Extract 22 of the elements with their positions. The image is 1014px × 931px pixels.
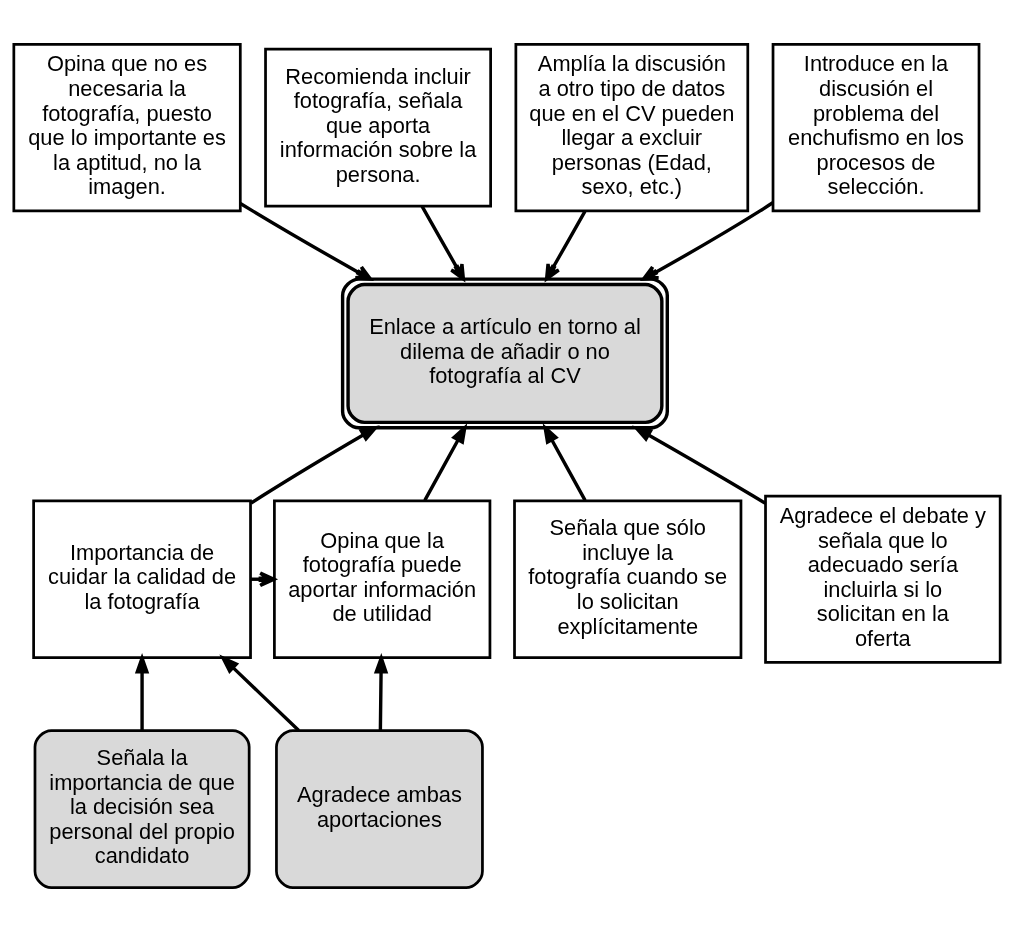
arrow [631, 425, 767, 505]
node-box: Señala que sólo incluye la fotografía cuando se lo solicitan explícitamente [513, 498, 743, 659]
node-box: Opina que no es necesaria la fotografía, puesto que lo importante es la aptitud, no la imagen. [12, 42, 242, 212]
arrow [250, 424, 380, 504]
node-box: Agradece el debate y señala que lo adecuado sería incluirla si lo solicitan en la oferta [764, 494, 1002, 664]
arrow [219, 654, 300, 732]
arrow [373, 652, 389, 731]
arrow [423, 422, 468, 501]
arrow [239, 201, 373, 281]
node-box: Importancia de cuidar la calidad de la fotografía [32, 498, 252, 659]
node-box: Enlace a artículo en torno al dilema de añadir o no fotografía al CV [340, 276, 669, 429]
node-box: Señala la importancia de que la decisión sea personal del propio candidato [33, 728, 251, 889]
arrow [420, 205, 466, 281]
node-box: Agradece ambas aportaciones [275, 728, 484, 889]
node-box: Introduce en la discusión el problema del enchufismo en los procesos de selección. [771, 42, 981, 212]
arrow [641, 200, 774, 281]
arrow [542, 422, 587, 501]
node-box: Opina que la fotografía puede aportar información de utilidad [273, 498, 492, 659]
arrow [544, 210, 587, 281]
arrow [134, 652, 150, 731]
node-box: Amplía la discusión a otro tipo de datos que en el CV pueden llegar a excluir personas (Edad, sexo, etc.) [514, 42, 750, 212]
node-box: Recomienda incluir fotografía, señala que aporta información sobre la persona. [264, 47, 492, 207]
